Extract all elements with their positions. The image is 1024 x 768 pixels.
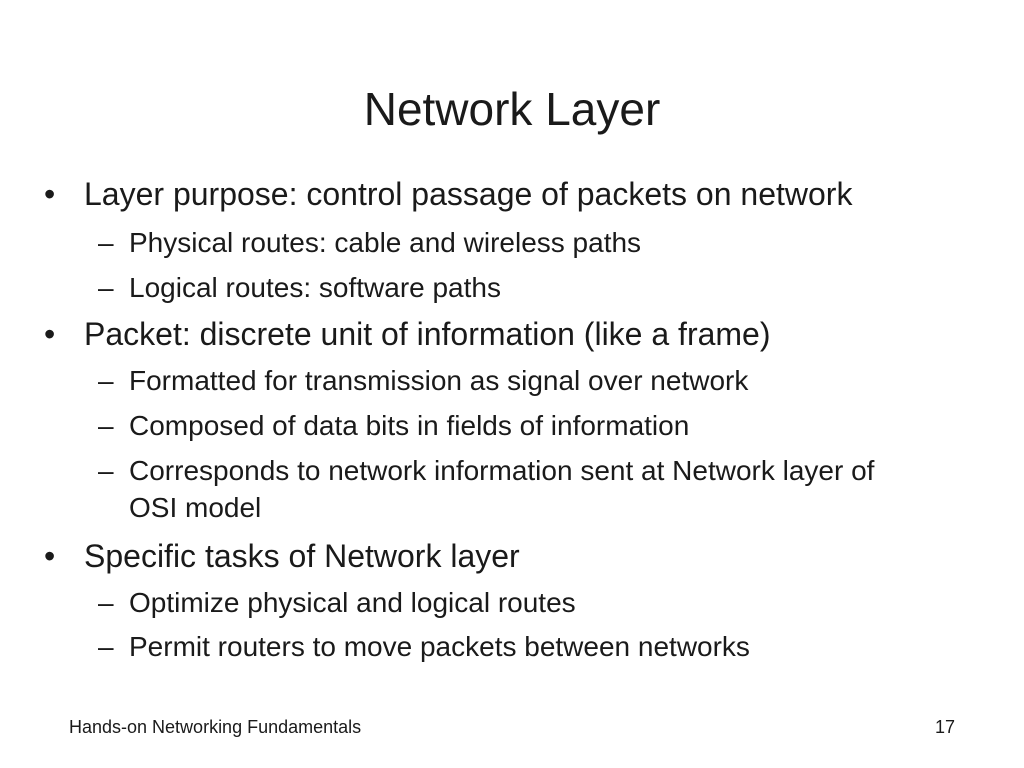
sub-bullet-text: Permit routers to move packets between n… — [129, 631, 750, 662]
footer-page-number: 17 — [934, 717, 955, 737]
sub-bullet-marker: – — [98, 365, 114, 396]
sub-bullet-text: Logical routes: software paths — [129, 272, 501, 303]
sub-bullet-marker: – — [98, 410, 114, 441]
sub-bullet-text: Corresponds to network information sent … — [129, 455, 875, 523]
bullet-marker: • — [44, 176, 56, 212]
slide-title: Network Layer — [363, 83, 661, 135]
sub-bullet-marker: – — [98, 587, 114, 618]
bullet-marker: • — [44, 316, 56, 352]
sub-bullet-text: Physical routes: cable and wireless path… — [129, 227, 642, 258]
bullet-text: Layer purpose: control passage of packet… — [84, 176, 853, 212]
sub-bullet-text: Optimize physical and logical routes — [129, 587, 576, 618]
bullet-text: Packet: discrete unit of information (li… — [84, 316, 771, 352]
footer-course-title: Hands-on Networking Fundamentals — [69, 717, 362, 737]
sub-bullet-marker: – — [98, 227, 114, 258]
slide-body: • Layer purpose: control passage of pack… — [0, 172, 1024, 672]
sub-bullet-marker: – — [98, 455, 114, 486]
sub-bullet-marker: – — [98, 631, 114, 662]
sub-bullet-marker: – — [98, 272, 114, 303]
sub-bullet-text: Composed of data bits in fields of infor… — [129, 410, 690, 441]
bullet-text: Specific tasks of Network layer — [84, 538, 520, 574]
sub-bullet-text: Formatted for transmission as signal ove… — [129, 365, 749, 396]
bullet-marker: • — [44, 538, 56, 574]
